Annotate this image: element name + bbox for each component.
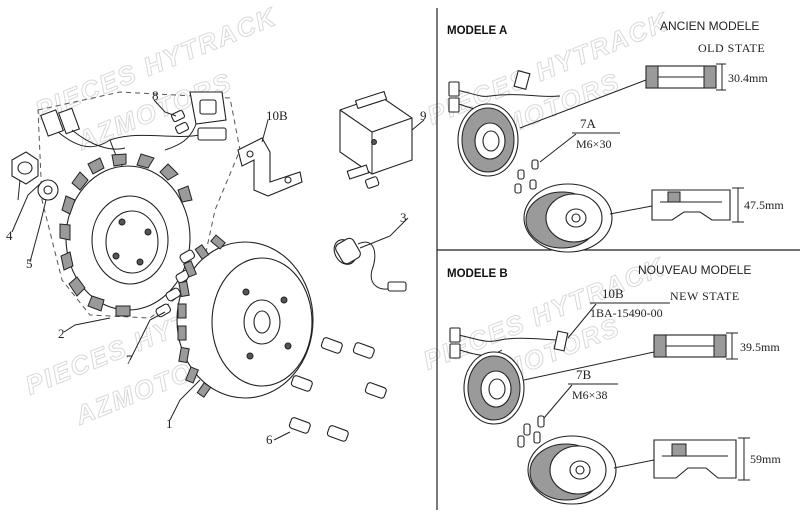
modele-b-part-ref: 7B <box>576 367 592 382</box>
part-flywheel <box>176 234 314 399</box>
panel-modele-b: MODELE B NOUVEAU MODELE NEW STATE 10B 1B… <box>447 263 781 505</box>
modele-b-bolt-spec: M6×38 <box>572 388 607 402</box>
part-sensor <box>333 237 407 292</box>
modele-a-bolt-spec: M6×30 <box>576 137 611 151</box>
modele-b-stator-dimension: 39.5mm <box>740 340 780 354</box>
modele-b-bracket-ref: 10B <box>602 286 624 301</box>
callout-label: 2 <box>58 326 65 341</box>
modele-a-flywheel-profile: 47.5mm <box>651 187 784 223</box>
modele-b-stator <box>463 351 525 425</box>
modele-b-bracket-part-no: 1BA-15490-00 <box>590 306 663 320</box>
part-washer <box>37 179 59 201</box>
modele-a-flywheel <box>523 183 613 253</box>
callout-label: 6 <box>266 432 273 447</box>
modele-a-state: OLD STATE <box>698 41 765 55</box>
flywheel-fins <box>177 234 226 398</box>
callout-labels: 4 5 2 7 1 6 8 10B 3 9 <box>6 88 427 447</box>
callout-label: 9 <box>420 108 427 123</box>
part-stator <box>59 153 193 317</box>
callout-label: 8 <box>152 88 159 103</box>
modele-b-flywheel <box>527 435 617 505</box>
modele-b-flywheel-dimension: 59mm <box>750 452 781 466</box>
modele-a-subtitle: ANCIEN MODELE <box>660 19 759 33</box>
modele-a-bolts <box>514 159 539 194</box>
main-exploded-view: 4 5 2 7 1 6 8 10B 3 9 <box>6 88 427 447</box>
part-flywheel-bolts <box>288 337 387 442</box>
modele-b-bolts <box>517 415 545 448</box>
modele-b-flywheel-profile: 59mm <box>653 437 781 481</box>
modele-a-stator-dimension: 30.4mm <box>728 71 768 85</box>
modele-b-title: MODELE B <box>447 268 508 280</box>
callout-label: 5 <box>26 256 33 271</box>
part-stator-bolts <box>155 249 196 318</box>
part-regulator <box>339 90 413 189</box>
callout-label: 1 <box>166 416 173 431</box>
stator-teeth <box>59 153 193 317</box>
part-pickup-sensor <box>164 91 227 151</box>
callout-label: 10B <box>266 108 288 123</box>
callout-leaders <box>11 99 425 441</box>
modele-b-subtitle: NOUVEAU MODELE <box>638 263 751 277</box>
panel-modele-a: MODELE A ANCIEN MODELE OLD STATE 30.4mm <box>447 19 784 253</box>
modele-a-stator-profile: 30.4mm <box>645 63 768 91</box>
modele-a-title: MODELE A <box>447 25 507 37</box>
modele-b-stator-profile: 39.5mm <box>653 332 780 360</box>
callout-label: 3 <box>400 210 407 225</box>
modele-b-state: NEW STATE <box>670 289 740 303</box>
modele-a-part-ref: 7A <box>580 116 597 131</box>
part-nut <box>11 151 39 185</box>
part-bracket <box>237 137 303 197</box>
modele-a-stator <box>457 103 519 177</box>
callout-label: 4 <box>6 228 13 243</box>
modele-a-flywheel-dimension: 47.5mm <box>744 198 784 212</box>
wiring-harness <box>40 107 227 186</box>
callout-label: 7 <box>126 352 133 367</box>
